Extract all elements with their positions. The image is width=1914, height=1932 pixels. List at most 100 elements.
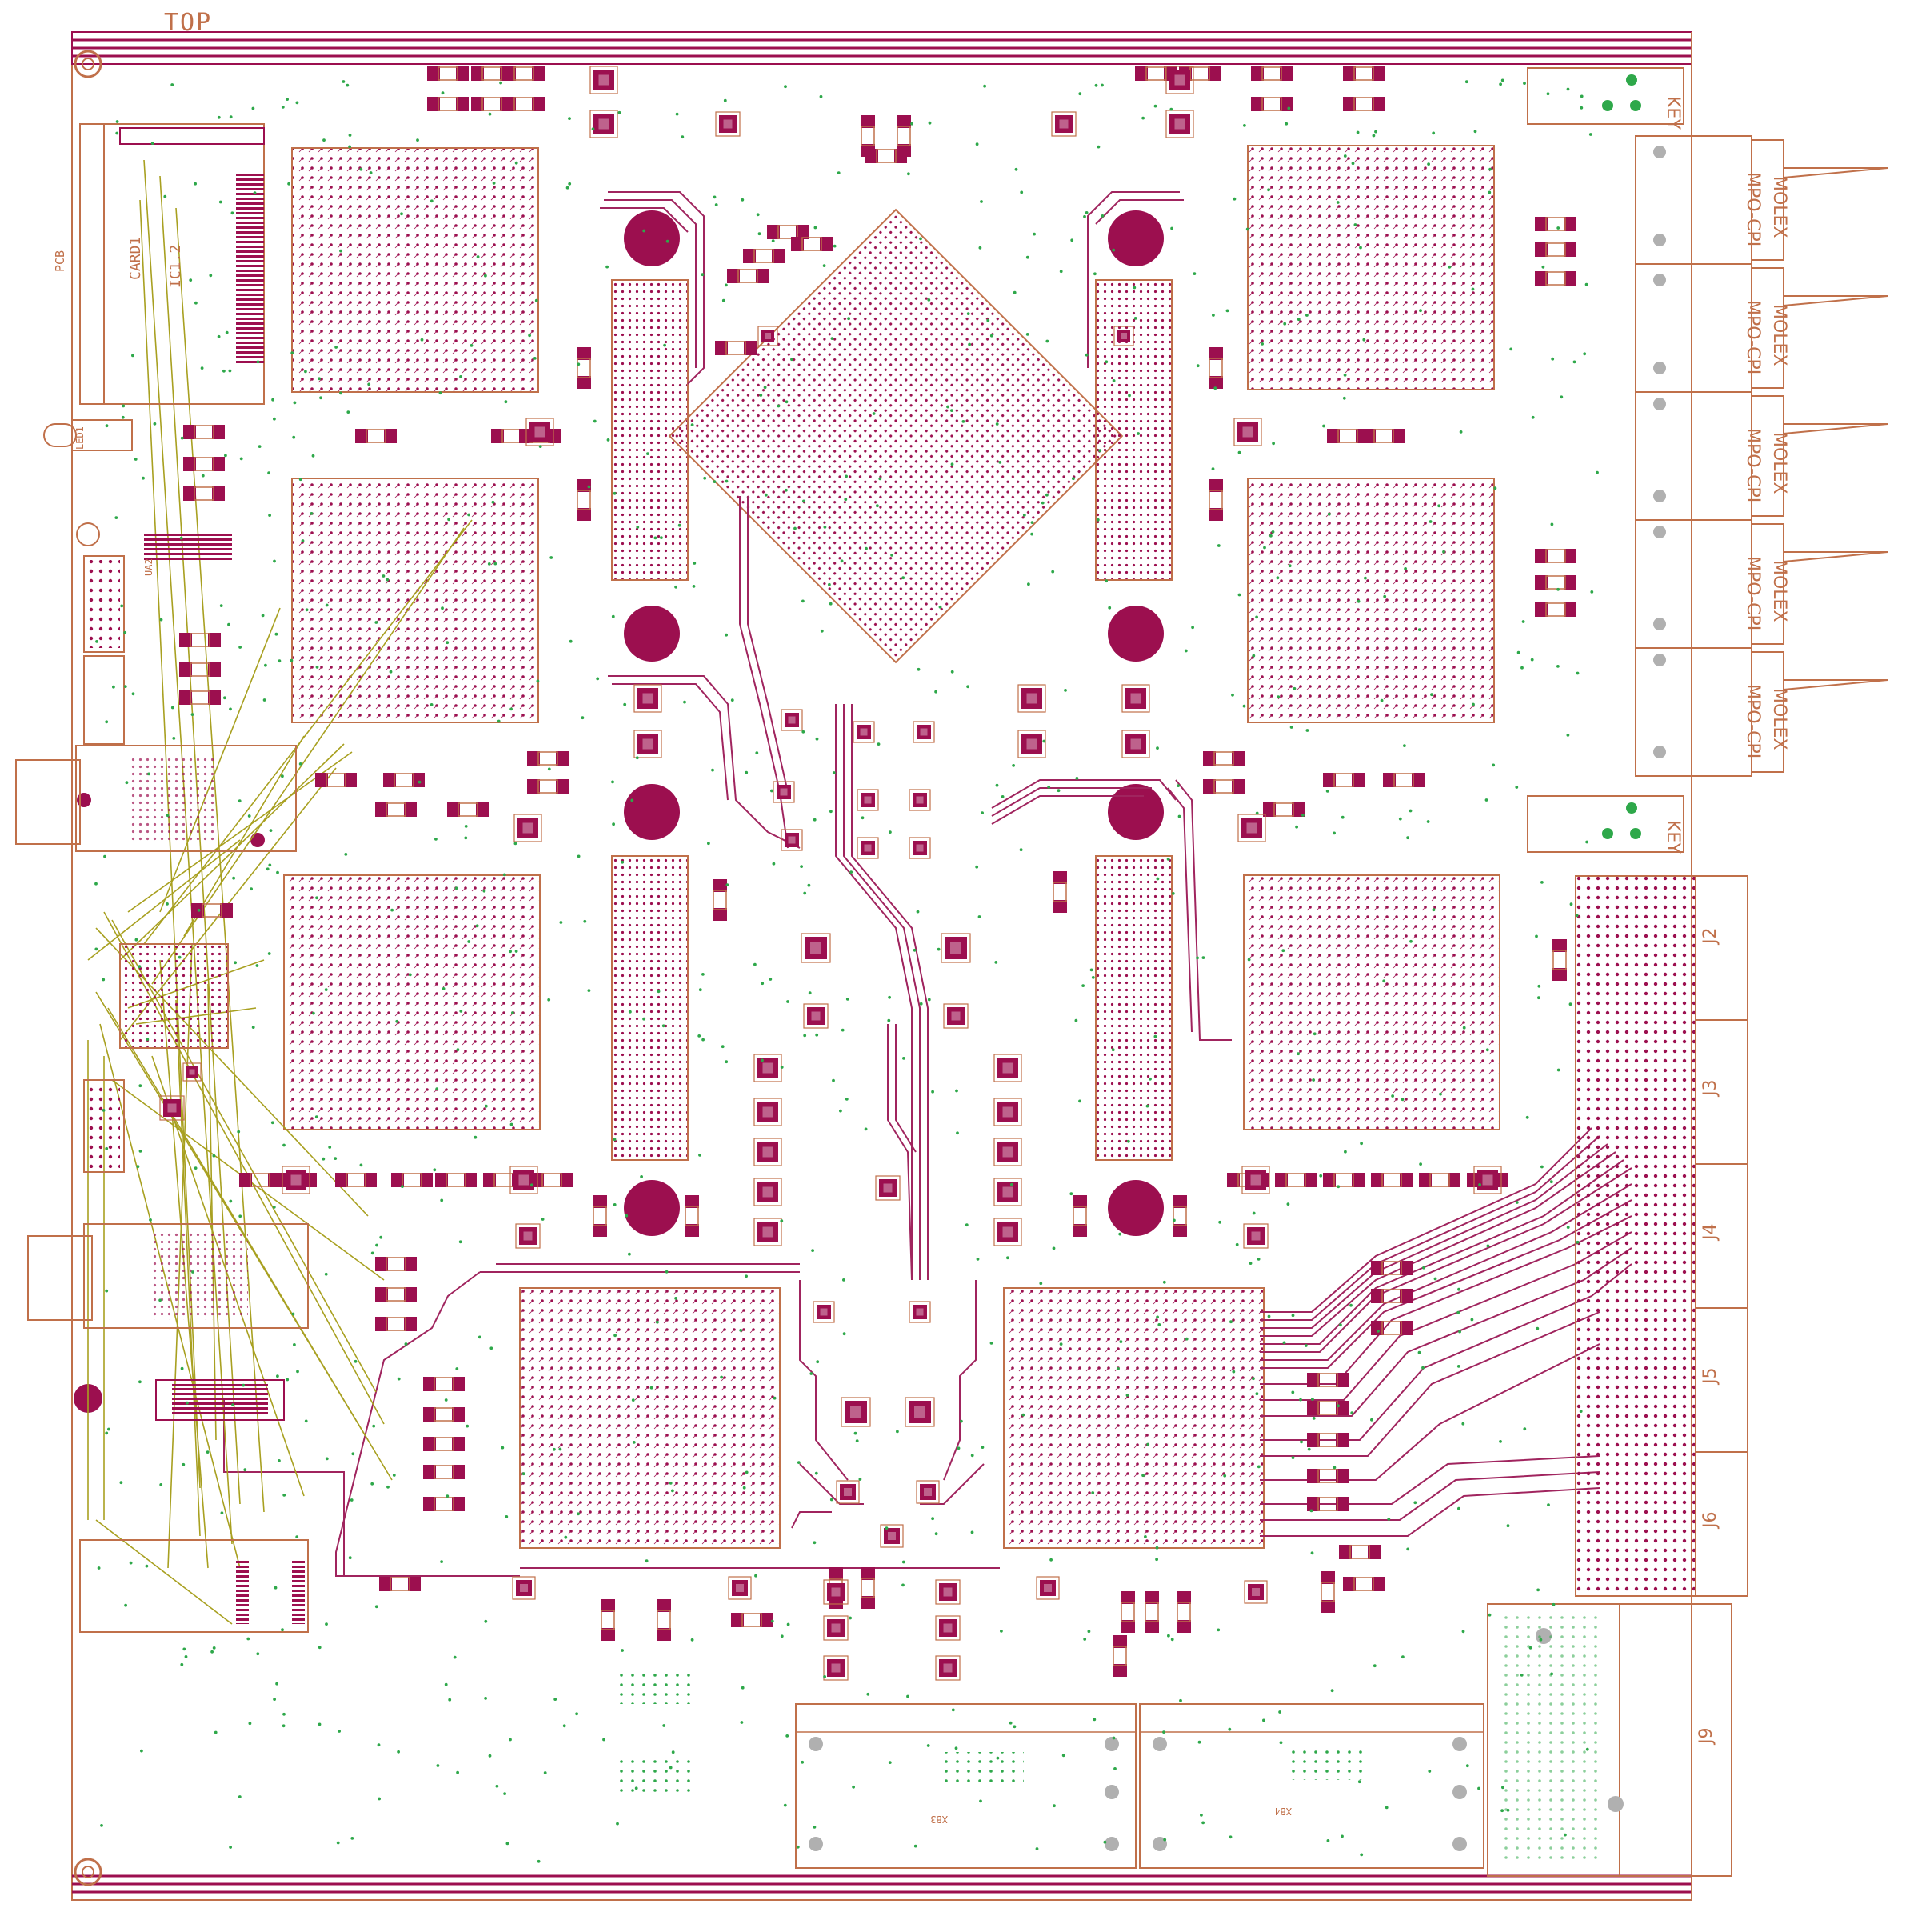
- via: [902, 1057, 905, 1060]
- qfn-chip: [909, 1301, 931, 1323]
- via: [1271, 530, 1275, 534]
- capacitor: [713, 879, 727, 921]
- via: [1052, 1246, 1056, 1250]
- via: [662, 1724, 666, 1727]
- via: [934, 690, 937, 694]
- via: [1325, 790, 1329, 793]
- via: [293, 1343, 296, 1346]
- via: [919, 237, 922, 241]
- via: [1255, 1392, 1259, 1396]
- via: [725, 1060, 729, 1064]
- via: [1039, 1282, 1043, 1286]
- via: [994, 961, 998, 964]
- connector-label-j9: J9: [1696, 1728, 1716, 1746]
- via: [919, 1002, 923, 1006]
- via: [1022, 514, 1026, 517]
- via: [1070, 238, 1074, 242]
- via: [276, 1374, 279, 1378]
- via: [1144, 1535, 1147, 1538]
- via: [218, 200, 222, 204]
- capacitor: [577, 347, 591, 389]
- vertical-connector-group: [611, 279, 1173, 1161]
- via: [286, 1378, 290, 1382]
- via: [464, 825, 468, 828]
- via: [1523, 1427, 1527, 1431]
- standoff-pad: [624, 784, 680, 840]
- via: [273, 559, 276, 563]
- via: [1556, 1068, 1560, 1072]
- via: [865, 546, 868, 550]
- via: [713, 195, 717, 199]
- via: [665, 1270, 669, 1274]
- via: [965, 1223, 969, 1227]
- via: [505, 1515, 509, 1518]
- capacitor: [1535, 549, 1576, 563]
- via: [901, 1583, 905, 1587]
- via: [577, 854, 581, 858]
- via: [229, 1846, 232, 1849]
- via: [950, 670, 954, 674]
- via: [665, 239, 669, 243]
- via: [1262, 1718, 1265, 1722]
- bga-package: [1247, 478, 1495, 723]
- via: [281, 106, 285, 109]
- via: [1133, 286, 1137, 290]
- mpo-label-line1: MOLEX: [1769, 432, 1789, 494]
- via: [442, 987, 446, 990]
- via: [180, 1366, 184, 1370]
- via: [612, 822, 615, 826]
- via: [1310, 1551, 1314, 1555]
- via: [311, 454, 315, 458]
- via: [158, 1298, 162, 1302]
- via: [1387, 1518, 1391, 1521]
- via: [374, 1605, 378, 1609]
- via: [753, 962, 757, 966]
- via: [1108, 606, 1112, 610]
- via: [1464, 80, 1468, 84]
- via: [103, 854, 106, 858]
- via: [1531, 415, 1535, 419]
- via: [1309, 1509, 1313, 1513]
- via: [1536, 1588, 1540, 1592]
- via: [1585, 840, 1588, 844]
- via: [1167, 1634, 1170, 1638]
- header-connector: [83, 1079, 125, 1173]
- via: [94, 947, 98, 951]
- via: [459, 1010, 463, 1013]
- vertical-connector: [611, 855, 689, 1161]
- via: [1085, 211, 1089, 214]
- via: [1103, 1840, 1107, 1844]
- via: [1179, 1698, 1182, 1702]
- via: [802, 499, 805, 503]
- via: [770, 1619, 774, 1623]
- via: [1343, 374, 1347, 377]
- via: [1291, 1456, 1295, 1459]
- qfn-chip: [1017, 684, 1046, 713]
- via: [913, 948, 917, 952]
- qfn-chip: [1113, 326, 1134, 346]
- via: [1223, 1474, 1227, 1478]
- via: [440, 1198, 444, 1202]
- via: [250, 887, 253, 891]
- capacitor: [715, 341, 757, 355]
- via: [163, 194, 167, 198]
- via: [246, 1637, 250, 1641]
- via: [224, 454, 227, 458]
- via: [102, 1109, 106, 1112]
- via: [338, 1730, 341, 1733]
- via: [629, 1010, 632, 1014]
- via: [1585, 1747, 1589, 1751]
- via: [1101, 83, 1104, 87]
- via: [166, 814, 170, 818]
- via: [568, 117, 571, 121]
- via: [476, 255, 480, 258]
- standoff-pad: [1108, 1180, 1164, 1236]
- via: [119, 1481, 123, 1485]
- capacitor: [1209, 479, 1223, 521]
- capacitor: [383, 773, 425, 787]
- via: [194, 1166, 198, 1170]
- via: [503, 1792, 506, 1796]
- via: [255, 964, 259, 967]
- via: [115, 131, 119, 135]
- via: [1117, 1367, 1120, 1370]
